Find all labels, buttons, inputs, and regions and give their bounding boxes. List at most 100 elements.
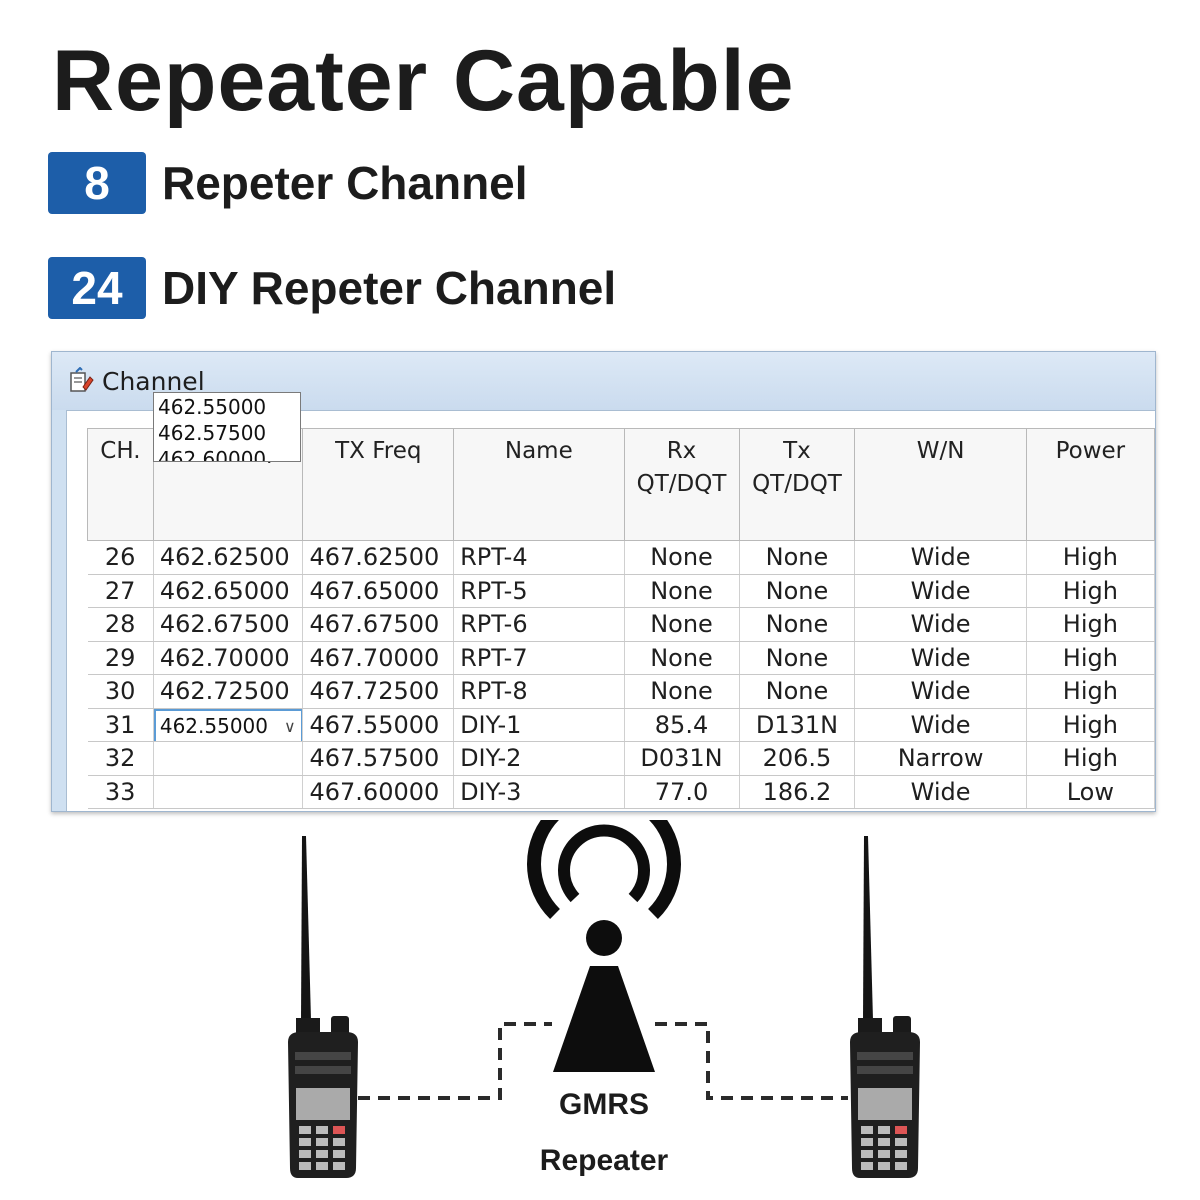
cell-power[interactable]: High xyxy=(1026,641,1155,675)
feature-label: Repeter Channel xyxy=(162,157,528,209)
right-radio-icon xyxy=(850,836,920,1178)
cell-name[interactable]: RPT-5 xyxy=(453,574,625,608)
feature-label: DIY Repeter Channel xyxy=(162,262,617,314)
cell-name[interactable]: RPT-8 xyxy=(453,674,625,709)
cell-name[interactable]: RPT-6 xyxy=(453,607,625,642)
cell-rx-qt[interactable]: 77.0 xyxy=(624,775,740,809)
cell-rx-freq[interactable]: 462.65000 xyxy=(153,574,304,608)
cell-tx-freq[interactable]: 467.62500 xyxy=(302,540,455,575)
cell-name[interactable]: RPT-4 xyxy=(453,540,625,575)
cell-rx-freq[interactable]: 462.70000 xyxy=(153,641,304,675)
cell-ch[interactable]: 29 xyxy=(87,641,154,675)
cell-ch[interactable]: 28 xyxy=(87,607,154,642)
cell-power[interactable]: High xyxy=(1026,607,1155,642)
column-header-wn[interactable]: W/N xyxy=(854,428,1027,541)
column-header-power[interactable]: Power xyxy=(1025,428,1155,541)
cell-tx-qt[interactable]: D131N xyxy=(739,708,856,742)
channel-grid-area: CH. RX Freq TX Freq Name Rx QT/DQT Tx QT… xyxy=(66,410,1155,811)
rx-freq-dropdown-list[interactable]: 462.55000 462.57500 462.60000 xyxy=(153,392,301,462)
cell-wn[interactable]: Wide xyxy=(854,574,1027,608)
dropdown-option[interactable]: 462.60000 xyxy=(158,447,267,462)
column-header-name[interactable]: Name xyxy=(453,428,625,541)
feature-repeater-channels: 8 Repeter Channel xyxy=(48,151,528,215)
cell-ch[interactable]: 31 xyxy=(87,708,154,742)
feature-badge: 8 xyxy=(48,152,146,214)
cell-ch[interactable]: 33 xyxy=(87,775,154,809)
cell-power[interactable]: High xyxy=(1026,574,1155,608)
cell-tx-freq[interactable]: 467.72500 xyxy=(302,674,455,709)
feature-diy-repeater-channels: 24 DIY Repeter Channel xyxy=(48,256,616,320)
cell-name[interactable]: DIY-3 xyxy=(453,775,625,809)
column-header-tx-qt[interactable]: Tx QT/DQT xyxy=(738,428,856,541)
cell-rx-freq[interactable] xyxy=(153,741,304,776)
cell-tx-qt[interactable]: None xyxy=(739,574,856,608)
cell-power[interactable]: High xyxy=(1026,540,1155,575)
cell-rx-freq[interactable]: 462.55000 ∨ xyxy=(153,708,304,742)
cell-rx-qt[interactable]: None xyxy=(624,540,740,575)
cell-tx-qt[interactable]: 186.2 xyxy=(739,775,856,809)
repeater-label-gmrs: GMRS xyxy=(559,1088,649,1121)
cell-ch[interactable]: 26 xyxy=(87,540,154,575)
column-header-tx-freq[interactable]: TX Freq xyxy=(302,428,455,541)
cell-power[interactable]: Low xyxy=(1026,775,1155,809)
cell-tx-qt[interactable]: 206.5 xyxy=(739,741,856,776)
cell-ch[interactable]: 27 xyxy=(87,574,154,608)
cell-name[interactable]: DIY-2 xyxy=(453,741,625,776)
cell-tx-freq[interactable]: 467.57500 xyxy=(302,741,455,776)
cell-power[interactable]: High xyxy=(1026,708,1155,742)
cell-tx-freq[interactable]: 467.55000 xyxy=(302,708,455,742)
cell-rx-qt[interactable]: None xyxy=(624,607,740,642)
cell-wn[interactable]: Narrow xyxy=(854,741,1027,776)
column-header-rx-qt[interactable]: Rx QT/DQT xyxy=(623,428,740,541)
cell-rx-freq[interactable]: 462.62500 xyxy=(153,540,304,575)
repeater-diagram: GMRS Repeater xyxy=(0,820,1200,1200)
cell-tx-qt[interactable]: None xyxy=(739,540,856,575)
cell-tx-freq[interactable]: 467.70000 xyxy=(302,641,455,675)
cell-rx-freq[interactable]: 462.72500 xyxy=(153,674,304,709)
cell-name[interactable]: DIY-1 xyxy=(453,708,625,742)
cell-tx-qt[interactable]: None xyxy=(739,641,856,675)
cell-tx-freq[interactable]: 467.60000 xyxy=(302,775,455,809)
cell-tx-freq[interactable]: 467.67500 xyxy=(302,607,455,642)
cell-rx-freq[interactable] xyxy=(153,775,304,809)
channel-window-icon xyxy=(70,367,94,392)
rx-freq-combobox[interactable]: 462.55000 ∨ xyxy=(153,708,302,741)
cell-rx-qt[interactable]: None xyxy=(624,641,740,675)
dropdown-option[interactable]: 462.57500 xyxy=(158,421,267,445)
cell-name[interactable]: RPT-7 xyxy=(453,641,625,675)
cell-rx-freq[interactable]: 462.67500 xyxy=(153,607,304,642)
cell-rx-qt[interactable]: None xyxy=(624,674,740,709)
dropdown-option[interactable]: 462.55000 xyxy=(158,395,267,419)
chevron-down-icon[interactable]: ∨ xyxy=(283,716,296,736)
cell-rx-qt[interactable]: None xyxy=(624,574,740,608)
cell-wn[interactable]: Wide xyxy=(854,540,1027,575)
cell-rx-qt[interactable]: 85.4 xyxy=(624,708,740,742)
cell-tx-freq[interactable]: 467.65000 xyxy=(302,574,455,608)
cell-wn[interactable]: Wide xyxy=(854,674,1027,709)
headline: Repeater Capable xyxy=(52,33,795,129)
cell-ch[interactable]: 32 xyxy=(87,741,154,776)
left-radio-icon xyxy=(288,836,358,1178)
column-header-ch[interactable]: CH. xyxy=(87,428,154,541)
feature-badge: 24 xyxy=(48,257,146,319)
cell-power[interactable]: High xyxy=(1026,741,1155,776)
cell-rx-qt[interactable]: D031N xyxy=(624,741,740,776)
cell-wn[interactable]: Wide xyxy=(854,708,1027,742)
repeater-tower-icon xyxy=(527,820,681,1072)
cell-power[interactable]: High xyxy=(1026,674,1155,709)
cell-tx-qt[interactable]: None xyxy=(739,674,856,709)
combobox-value: 462.55000 xyxy=(159,713,268,738)
cell-wn[interactable]: Wide xyxy=(854,607,1027,642)
cell-wn[interactable]: Wide xyxy=(854,775,1027,809)
cell-tx-qt[interactable]: None xyxy=(739,607,856,642)
cell-ch[interactable]: 30 xyxy=(87,674,154,709)
cell-wn[interactable]: Wide xyxy=(854,641,1027,675)
